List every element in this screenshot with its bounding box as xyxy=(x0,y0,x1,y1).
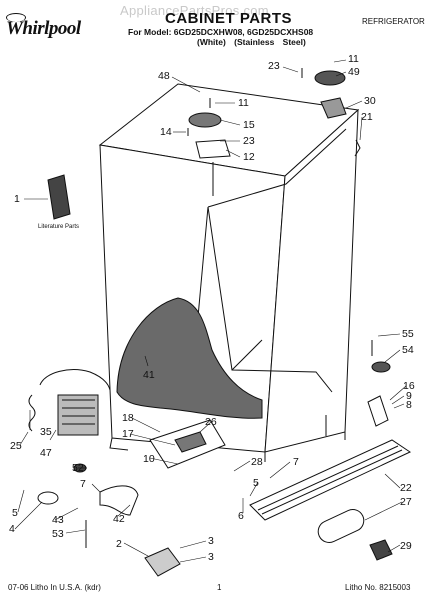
callout-5-right: 5 xyxy=(253,477,259,489)
footer-litho-number: Litho No. 8215003 xyxy=(345,583,411,592)
leader-lines xyxy=(14,59,407,563)
callout-27: 27 xyxy=(400,496,412,508)
callout-53: 53 xyxy=(52,528,64,540)
callout-43: 43 xyxy=(52,514,64,526)
callout-5-left: 5 xyxy=(12,507,18,519)
watermark: AppliancePartsPros.com xyxy=(120,3,269,18)
callout-25: 25 xyxy=(10,440,22,452)
top-hinge-left xyxy=(187,98,231,196)
product-category: REFRIGERATOR xyxy=(362,17,425,26)
callout-16: 16 xyxy=(403,380,415,392)
callout-18: 18 xyxy=(122,412,134,424)
callout-23-top: 23 xyxy=(268,60,280,72)
callout-1: 1 xyxy=(14,193,20,205)
callout-8: 8 xyxy=(406,399,412,411)
callout-6: 6 xyxy=(238,510,244,522)
condenser-area xyxy=(28,369,111,436)
callout-7-left: 7 xyxy=(80,478,86,490)
callout-41: 41 xyxy=(143,369,155,381)
top-hinge-right xyxy=(301,68,361,157)
brand-logo-swirl xyxy=(6,13,26,22)
callout-3-upper: 3 xyxy=(208,535,214,547)
callout-48: 48 xyxy=(158,70,170,82)
callout-3-lower: 3 xyxy=(208,551,214,563)
page-title: CABINET PARTS xyxy=(165,10,293,27)
base-components xyxy=(37,419,226,577)
callout-17: 17 xyxy=(122,428,134,440)
callout-2: 2 xyxy=(116,538,122,550)
callout-42: 42 xyxy=(113,513,125,525)
callout-7-right: 7 xyxy=(293,456,299,468)
callout-numbers: 48 23 11 49 30 21 11 15 14 23 12 1 55 54… xyxy=(9,53,415,563)
callout-52: 52 xyxy=(72,462,84,474)
callout-21: 21 xyxy=(361,111,373,123)
callout-26: 26 xyxy=(205,416,217,428)
callout-4: 4 xyxy=(9,523,15,535)
callout-23-mid: 23 xyxy=(243,135,255,147)
callout-35: 35 xyxy=(40,426,52,438)
literature-booklet xyxy=(47,174,71,220)
brand-logo: Whirlpool xyxy=(6,18,81,39)
footer-litho-date: 07-06 Litho In U.S.A. (kdr) xyxy=(8,583,101,592)
callout-9: 9 xyxy=(406,390,412,402)
callout-49: 49 xyxy=(348,66,360,78)
callout-10: 10 xyxy=(143,453,155,465)
callout-15: 15 xyxy=(243,119,255,131)
callout-11-top: 11 xyxy=(348,53,359,65)
toe-grille xyxy=(249,439,412,561)
callout-55: 55 xyxy=(402,328,414,340)
callout-28: 28 xyxy=(251,456,263,468)
callout-54: 54 xyxy=(402,344,414,356)
model-variants: (White) (Stainless Steel) xyxy=(197,37,306,47)
model-line: For Model: 6GD25DCXHW08, 6GD25DCXHS08 xyxy=(128,27,314,37)
callout-12: 12 xyxy=(243,151,255,163)
page-number: 1 xyxy=(217,583,222,592)
literature-label: Literature Parts xyxy=(38,224,79,230)
callout-14: 14 xyxy=(160,126,172,138)
callout-47: 47 xyxy=(40,447,52,459)
bottom-hinge-right xyxy=(367,340,391,427)
callout-29: 29 xyxy=(400,540,412,552)
cabinet-cutaway xyxy=(116,297,263,419)
callout-30: 30 xyxy=(364,95,376,107)
callout-11-mid: 11 xyxy=(238,97,249,109)
callout-22: 22 xyxy=(400,482,412,494)
